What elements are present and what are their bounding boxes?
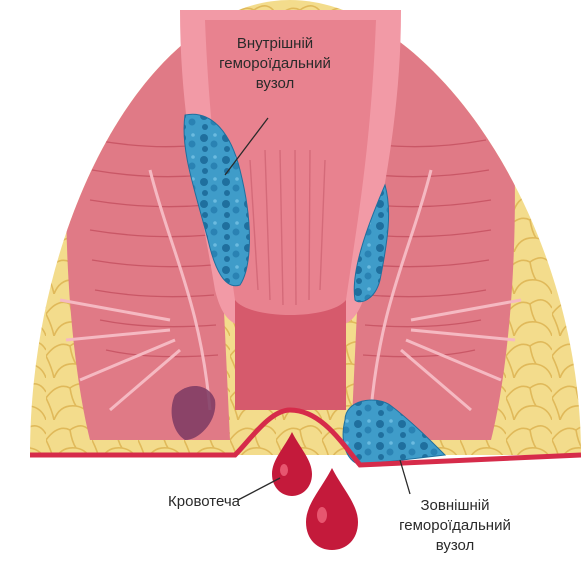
external-label-line-3: вузол [380,536,530,556]
internal-label-line-2: гемороїдальний [200,54,350,74]
rectum-lower [235,300,346,410]
internal-label-line-1: Внутрішній [200,34,350,54]
internal-hemorrhoid-label: Внутрішній гемороїдальний вузол [200,34,350,94]
bleeding-label: Кровотеча [130,492,240,512]
leader-bleeding [238,478,280,500]
bleeding-label-text: Кровотеча [130,492,240,512]
internal-label-line-3: вузол [200,74,350,94]
external-hemorrhoid-label: Зовнішній гемороїдальний вузол [380,496,530,556]
blood-drop-large [306,468,358,550]
external-label-line-1: Зовнішній [380,496,530,516]
external-label-line-2: гемороїдальний [380,516,530,536]
